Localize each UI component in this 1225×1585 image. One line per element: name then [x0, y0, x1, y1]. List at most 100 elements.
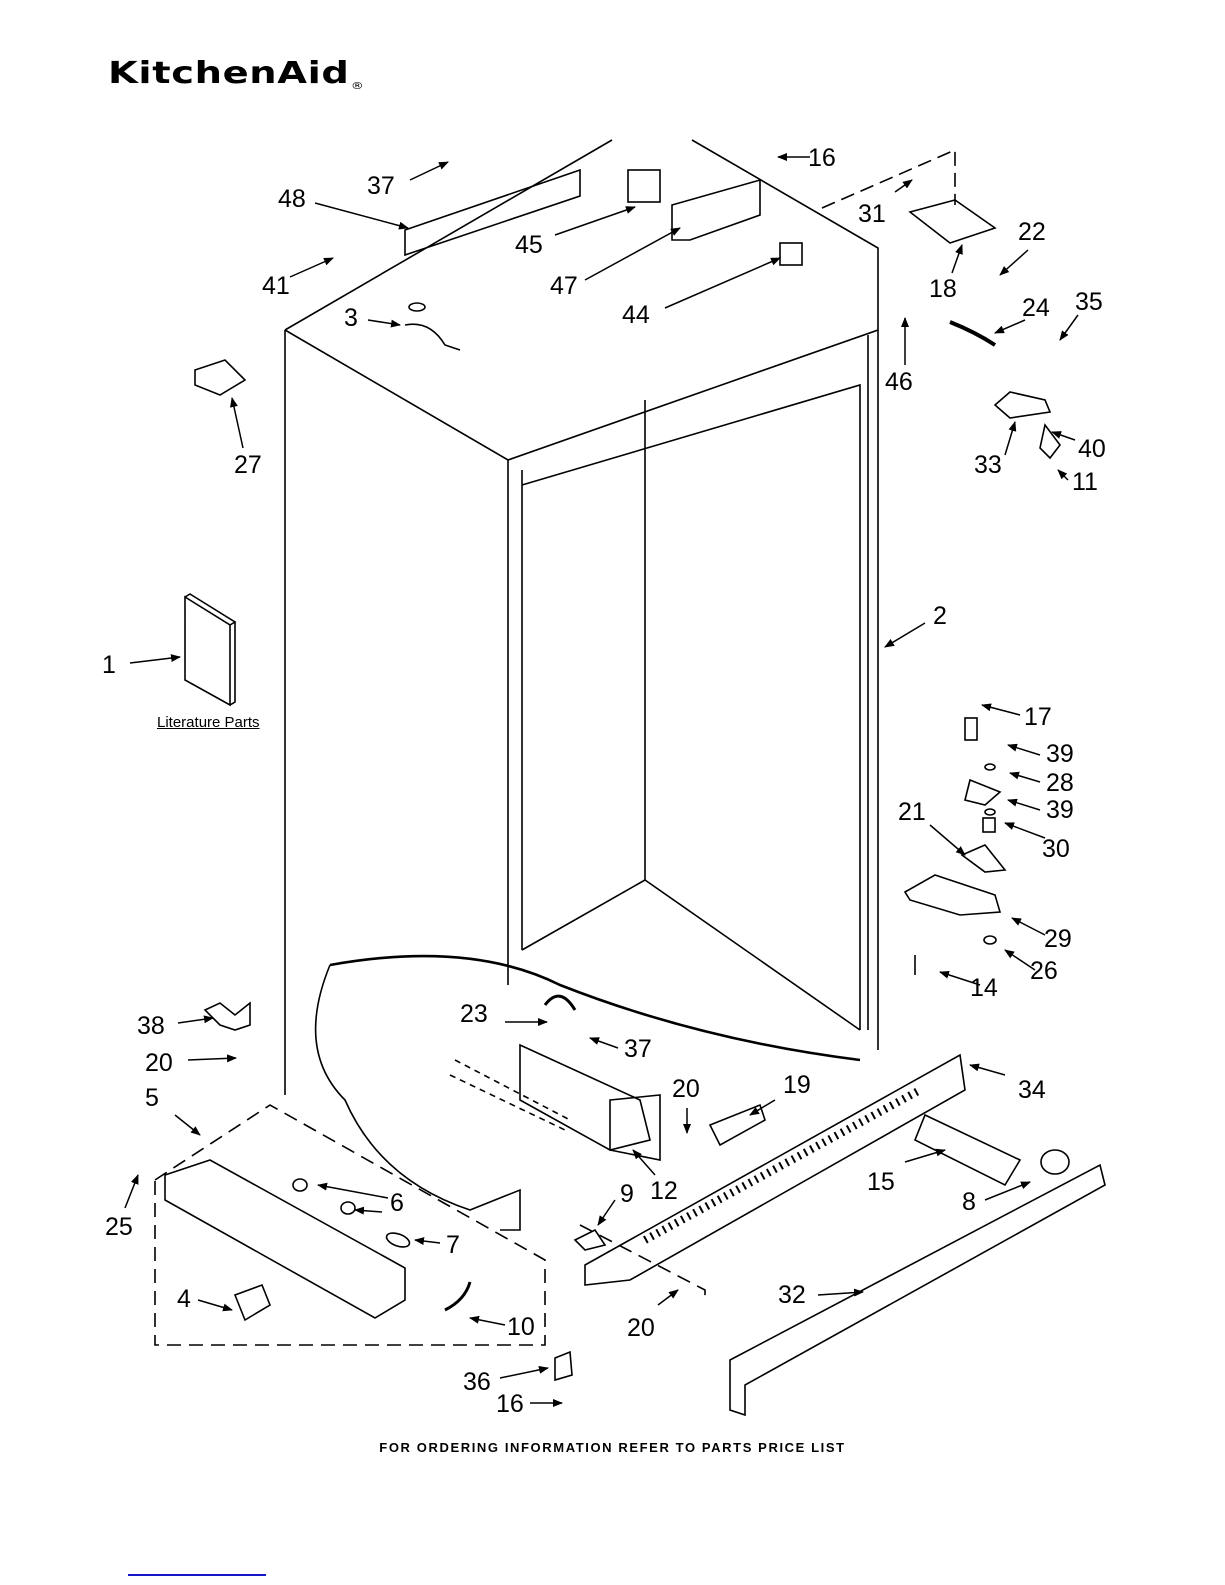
part-6a: [292, 1178, 308, 1192]
callout-23: 23: [460, 1000, 488, 1028]
part-9: [573, 1228, 607, 1251]
callout-17: 17: [1024, 703, 1052, 731]
registered-mark: ®: [350, 81, 365, 92]
part-24: [949, 320, 997, 347]
callout-19: 19: [783, 1071, 811, 1099]
part-32-kickplate: [729, 1163, 1106, 1417]
callout-15: 15: [867, 1168, 895, 1196]
callout-20: 20: [145, 1049, 173, 1077]
callout-37: 37: [367, 172, 395, 200]
part-8: [1040, 1149, 1070, 1175]
part-21: [960, 844, 1007, 873]
part-27: [194, 359, 247, 396]
wires: [449, 1059, 571, 1131]
cutaway-left: [314, 964, 521, 1231]
part-30: [982, 817, 996, 833]
callout-11: 11: [1072, 468, 1098, 496]
callout-29: 29: [1044, 925, 1072, 953]
callout-7: 7: [446, 1231, 460, 1259]
callout-33: 33: [974, 451, 1002, 479]
callout-37: 37: [624, 1035, 652, 1063]
part-39-upper: [984, 763, 996, 771]
callout-41: 41: [262, 272, 290, 300]
callout-20: 20: [672, 1075, 700, 1103]
callout-25: 25: [105, 1213, 133, 1241]
callout-labels: 37 48 41 3 45 47 44 16 31 22 18 46 24 35…: [102, 144, 1106, 1418]
callout-35: 35: [1075, 288, 1103, 316]
part-29: [903, 874, 1002, 916]
part-23: [543, 994, 577, 1011]
callout-6: 6: [390, 1189, 404, 1217]
callout-12: 12: [650, 1177, 678, 1205]
part-44: [779, 242, 803, 266]
part-11: [1039, 423, 1062, 460]
cabinet-drawing: [154, 139, 1106, 1417]
callout-8: 8: [962, 1188, 976, 1216]
part-17: [964, 717, 978, 741]
bracket-47: [671, 178, 761, 241]
part-33: [993, 391, 1052, 419]
callout-22: 22: [1018, 218, 1046, 246]
callout-14: 14: [970, 974, 998, 1002]
rear-flange: [404, 168, 581, 257]
part-3: [404, 323, 461, 351]
callout-9: 9: [620, 1180, 634, 1208]
callout-16: 16: [808, 144, 836, 172]
callout-18: 18: [929, 275, 957, 303]
cutaway-top: [329, 954, 861, 1062]
part-7: [385, 1232, 411, 1248]
callout-21: 21: [898, 798, 926, 826]
part-28: [964, 778, 1002, 806]
callout-48: 48: [278, 185, 306, 213]
hinge-dash: [821, 148, 956, 209]
literature-parts-label: Literature Parts: [157, 714, 260, 731]
callout-44: 44: [622, 301, 650, 329]
cabinet-interior: [521, 383, 861, 1031]
callout-20: 20: [627, 1314, 655, 1342]
part-36: [554, 1350, 573, 1382]
part-34-grille: [584, 1053, 966, 1286]
callout-31: 31: [858, 200, 886, 228]
callout-26: 26: [1030, 957, 1058, 985]
callout-5: 5: [145, 1084, 159, 1112]
part-6b: [340, 1201, 356, 1215]
part-4: [233, 1283, 271, 1322]
dash-line-9: [579, 1224, 706, 1300]
cabinet-front-edge: [507, 460, 523, 985]
callout-28: 28: [1046, 769, 1074, 797]
callout-32: 32: [778, 1281, 806, 1309]
callout-1: 1: [102, 651, 116, 679]
callout-34: 34: [1018, 1076, 1046, 1104]
kitchenaid-logo: KitchenAid®: [108, 56, 364, 92]
part-38: [203, 1001, 251, 1031]
grommet: [408, 302, 426, 312]
link-underline[interactable]: [128, 1574, 266, 1576]
part-10: [444, 1281, 472, 1312]
brand-name: KitchenAid: [108, 56, 350, 91]
callout-39: 39: [1046, 740, 1074, 768]
ordering-note: FOR ORDERING INFORMATION REFER TO PARTS …: [379, 1440, 846, 1455]
callout-47: 47: [550, 272, 578, 300]
part-12: [609, 1094, 661, 1161]
callout-38: 38: [137, 1012, 165, 1040]
callout-24: 24: [1022, 294, 1050, 322]
callout-36: 36: [463, 1368, 491, 1396]
callout-16: 16: [496, 1390, 524, 1418]
literature-book: [184, 593, 237, 707]
callout-30: 30: [1042, 835, 1070, 863]
leader-arrows: [124, 153, 1079, 1407]
callout-39: 39: [1046, 796, 1074, 824]
callout-4: 4: [177, 1285, 191, 1313]
part-26: [983, 935, 997, 945]
callout-46: 46: [885, 368, 913, 396]
callout-10: 10: [507, 1313, 535, 1341]
assembly-5-outline: [154, 1104, 546, 1346]
callout-2: 2: [933, 602, 947, 630]
part-39-lower: [984, 808, 996, 816]
part-15: [913, 1113, 1022, 1187]
duct: [519, 1043, 651, 1151]
part-45: [627, 169, 661, 203]
cabinet-right-edge: [867, 330, 879, 1050]
base-rail: [164, 1159, 406, 1319]
